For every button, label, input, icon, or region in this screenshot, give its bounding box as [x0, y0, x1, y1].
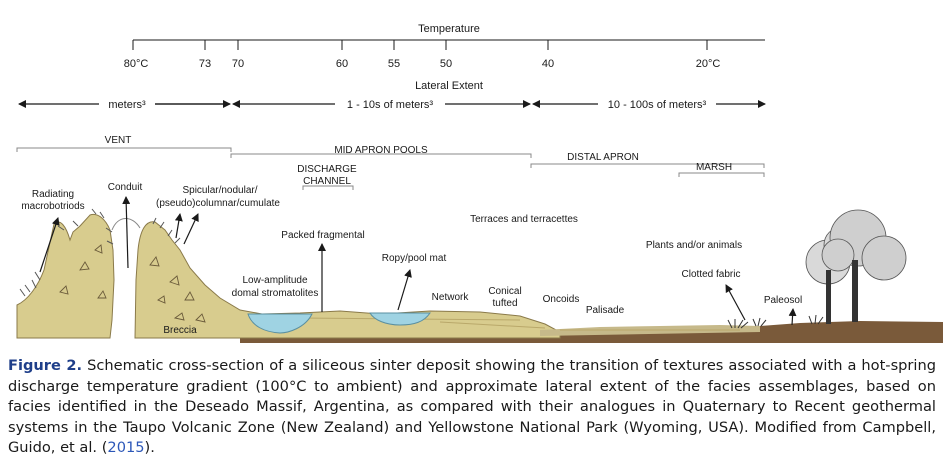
label-arrows [39, 196, 797, 326]
temperature-tick-label: 73 [199, 58, 211, 70]
label-plants-animals: Plants and/or animals [646, 240, 742, 251]
label-spicular: Spicular/nodular/ [182, 185, 257, 196]
figure-label: Figure 2. [8, 357, 83, 374]
zone-label-distal-apron: DISTAL APRON [567, 152, 639, 163]
caption-text-end: ). [144, 439, 155, 457]
extent-range-label: 10 - 100s of meters³ [608, 99, 707, 111]
label-terraces: Terraces and terracettes [470, 214, 578, 225]
label-palisade: Palisade [586, 305, 625, 316]
marsh-plants [727, 314, 824, 329]
sinter-cross-section-diagram: Temperature 80°C 73 70 60 55 50 40 20°C … [16, 23, 943, 343]
figure-caption: Figure 2. Schematic cross-section of a s… [8, 356, 936, 459]
label-clotted-fabric: Clotted fabric [682, 269, 741, 280]
temperature-tick-label: 80°C [124, 58, 149, 70]
extent-range-label: meters³ [108, 99, 146, 111]
temperature-label: Temperature [418, 23, 480, 35]
zone-label-vent: VENT [105, 135, 132, 146]
label-domal-stromatolites: domal stromatolites [232, 288, 319, 299]
zone-label-mid-apron: MID APRON POOLS [334, 145, 428, 156]
label-ropy-pool-mat: Ropy/pool mat [382, 253, 447, 264]
label-conduit: Conduit [108, 182, 143, 193]
zone-label-channel: CHANNEL [303, 176, 351, 187]
zone-label-marsh: MARSH [696, 162, 732, 173]
lateral-extent-label: Lateral Extent [415, 80, 483, 92]
label-radiating: Radiating [32, 189, 74, 200]
label-paleosol: Paleosol [764, 295, 802, 306]
spicular-texture [152, 217, 181, 244]
pool-ropy-mat [369, 312, 431, 326]
pool-low-amplitude [247, 313, 313, 334]
temperature-tick-label: 50 [440, 58, 452, 70]
caption-text: Schematic cross-section of a siliceous s… [8, 357, 936, 457]
temperature-ticks [132, 40, 708, 50]
label-oncoids: Oncoids [543, 294, 580, 305]
breccia-clasts [59, 244, 206, 323]
extent-range-label: 1 - 10s of meters³ [347, 99, 434, 111]
temperature-tick-label: 20°C [696, 58, 721, 70]
temperature-tick-label: 70 [232, 58, 244, 70]
label-low-amplitude: Low-amplitude [242, 275, 307, 286]
label-network: Network [432, 292, 470, 303]
label-tufted: tufted [492, 298, 517, 309]
label-conical: Conical [488, 286, 521, 297]
reference-link[interactable]: 2015 [107, 439, 145, 457]
zone-label-discharge: DISCHARGE [297, 164, 357, 175]
tree-right [821, 209, 907, 322]
vent-dome-outline [111, 218, 141, 231]
temperature-tick-label: 40 [542, 58, 554, 70]
temperature-tick-label: 55 [388, 58, 400, 70]
radiating-macrobotryoids [19, 208, 114, 297]
label-pseudocolumnar: (pseudo)columnar/cumulate [156, 198, 280, 209]
label-packed-fragmental: Packed fragmental [281, 230, 364, 241]
vent-mound-left [16, 213, 115, 339]
label-breccia: Breccia [163, 325, 197, 336]
label-macrobotriods: macrobotriods [21, 201, 84, 212]
zone-brackets [16, 147, 765, 190]
temperature-tick-label: 60 [336, 58, 348, 70]
